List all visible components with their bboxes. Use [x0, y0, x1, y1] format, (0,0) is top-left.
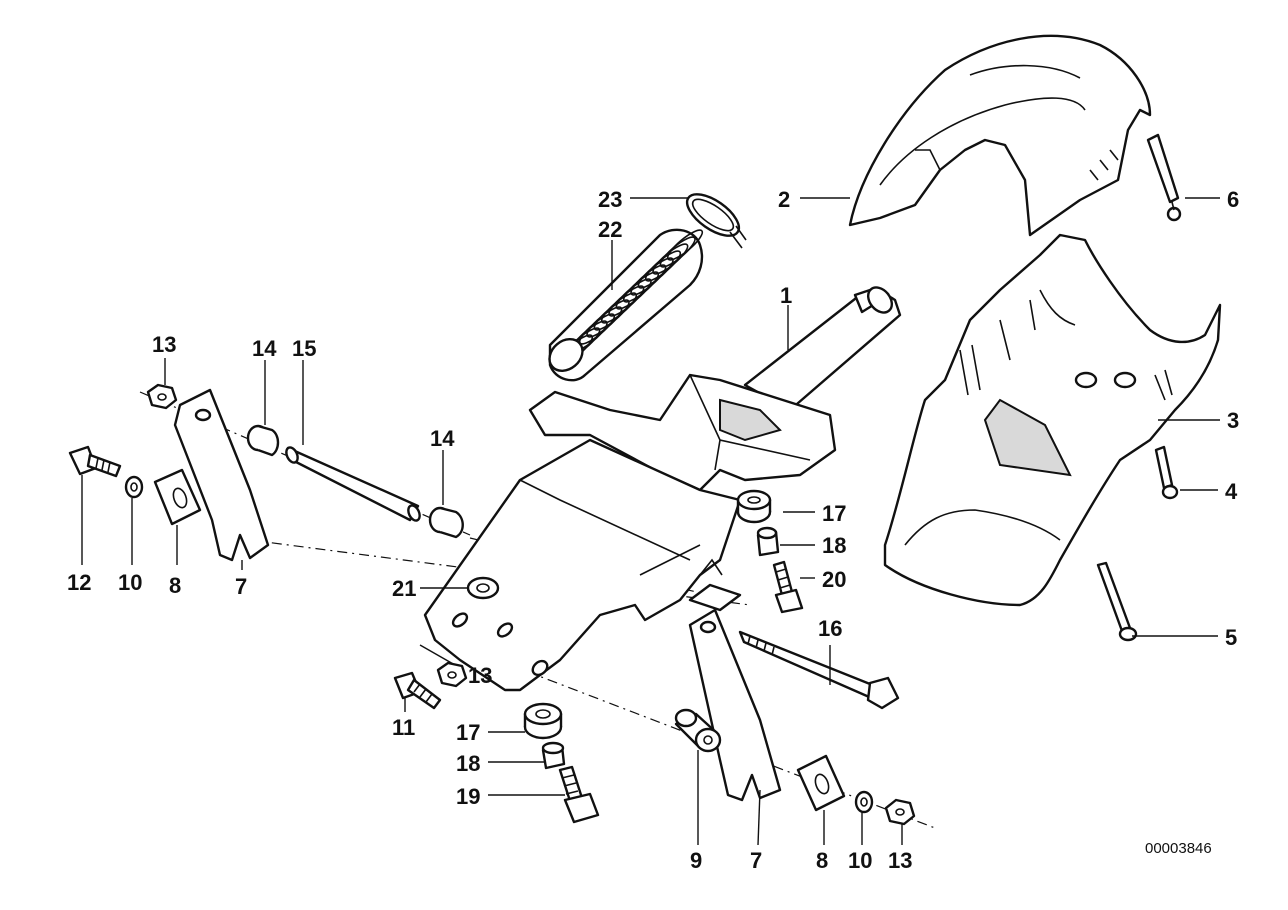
- callout-17-lower: 17: [456, 720, 480, 745]
- bolt-11: [393, 671, 442, 710]
- nut-13-center: [436, 661, 468, 688]
- callout-13-top: 13: [152, 332, 176, 357]
- callout-12: 12: [67, 570, 91, 595]
- callout-23: 23: [598, 187, 622, 212]
- callout-10-right: 10: [848, 848, 872, 873]
- callout-14-right: 14: [430, 426, 455, 451]
- rubber-mount-17-upper: [736, 489, 772, 524]
- callout-20: 20: [822, 567, 846, 592]
- callout-19: 19: [456, 784, 480, 809]
- shroud-screw-short: [1154, 445, 1179, 500]
- spacer-18-upper: [756, 526, 780, 557]
- hose-clamp: [685, 193, 747, 249]
- bolt-12: [68, 445, 122, 478]
- spacer-18-lower: [541, 741, 566, 770]
- washer-21: [466, 576, 500, 600]
- callout-8-right: 8: [816, 848, 828, 873]
- bracket-arm-right: [688, 608, 782, 802]
- bolt-20: [772, 560, 804, 614]
- shroud-screw-long: [1096, 561, 1138, 642]
- shroud-pin: [1146, 133, 1182, 222]
- callout-1: 1: [780, 283, 792, 308]
- nut-13-right: [884, 798, 916, 826]
- washer-10-left: [124, 475, 144, 499]
- spacer-9: [674, 708, 722, 753]
- nut-13-top: [146, 383, 178, 410]
- callout-18-lower: 18: [456, 751, 480, 776]
- callout-4: 4: [1225, 479, 1238, 504]
- callout-17-upper: 17: [822, 501, 846, 526]
- rubber-mount-17-lower: [523, 702, 563, 740]
- callout-8-left: 8: [169, 573, 181, 598]
- corrugated-sleeve: [548, 228, 704, 382]
- callout-labels: 23 22 1 2 6 3 4 5 13 14 15 14 12 10 8 7 …: [67, 187, 1239, 873]
- callout-6: 6: [1227, 187, 1239, 212]
- bushing-14-left: [246, 424, 280, 457]
- rod-15: [285, 446, 421, 522]
- callout-9: 9: [690, 848, 702, 873]
- callout-22: 22: [598, 217, 622, 242]
- leader-lines: [81, 197, 1220, 846]
- washer-10-right: [854, 790, 874, 814]
- callout-10-left: 10: [118, 570, 142, 595]
- callout-7-left: 7: [235, 574, 247, 599]
- bolt-16: [738, 630, 900, 710]
- bracket-arm-left: [173, 388, 270, 562]
- callout-7-right: 7: [750, 848, 762, 873]
- callout-14-left: 14: [252, 336, 277, 361]
- callout-13-center: 13: [468, 663, 492, 688]
- callout-2: 2: [778, 187, 790, 212]
- sleeve-rib: [666, 229, 704, 261]
- lower-column-shroud: [883, 233, 1222, 607]
- bushing-14-right: [428, 506, 464, 539]
- callout-21: 21: [392, 576, 416, 601]
- diagram-code: 00003846: [1145, 840, 1212, 857]
- callout-16: 16: [818, 616, 842, 641]
- callout-5: 5: [1225, 625, 1237, 650]
- bolt-19: [558, 765, 600, 824]
- steering-column-assembly: [423, 286, 902, 692]
- callout-11: 11: [392, 715, 415, 740]
- callout-3: 3: [1227, 408, 1239, 433]
- callout-15: 15: [292, 336, 316, 361]
- callout-18-upper: 18: [822, 533, 846, 558]
- clamp-plate-right: [796, 754, 846, 812]
- clamp-plate-left: [153, 468, 202, 526]
- callout-13-right: 13: [888, 848, 912, 873]
- upper-column-shroud: [848, 34, 1152, 237]
